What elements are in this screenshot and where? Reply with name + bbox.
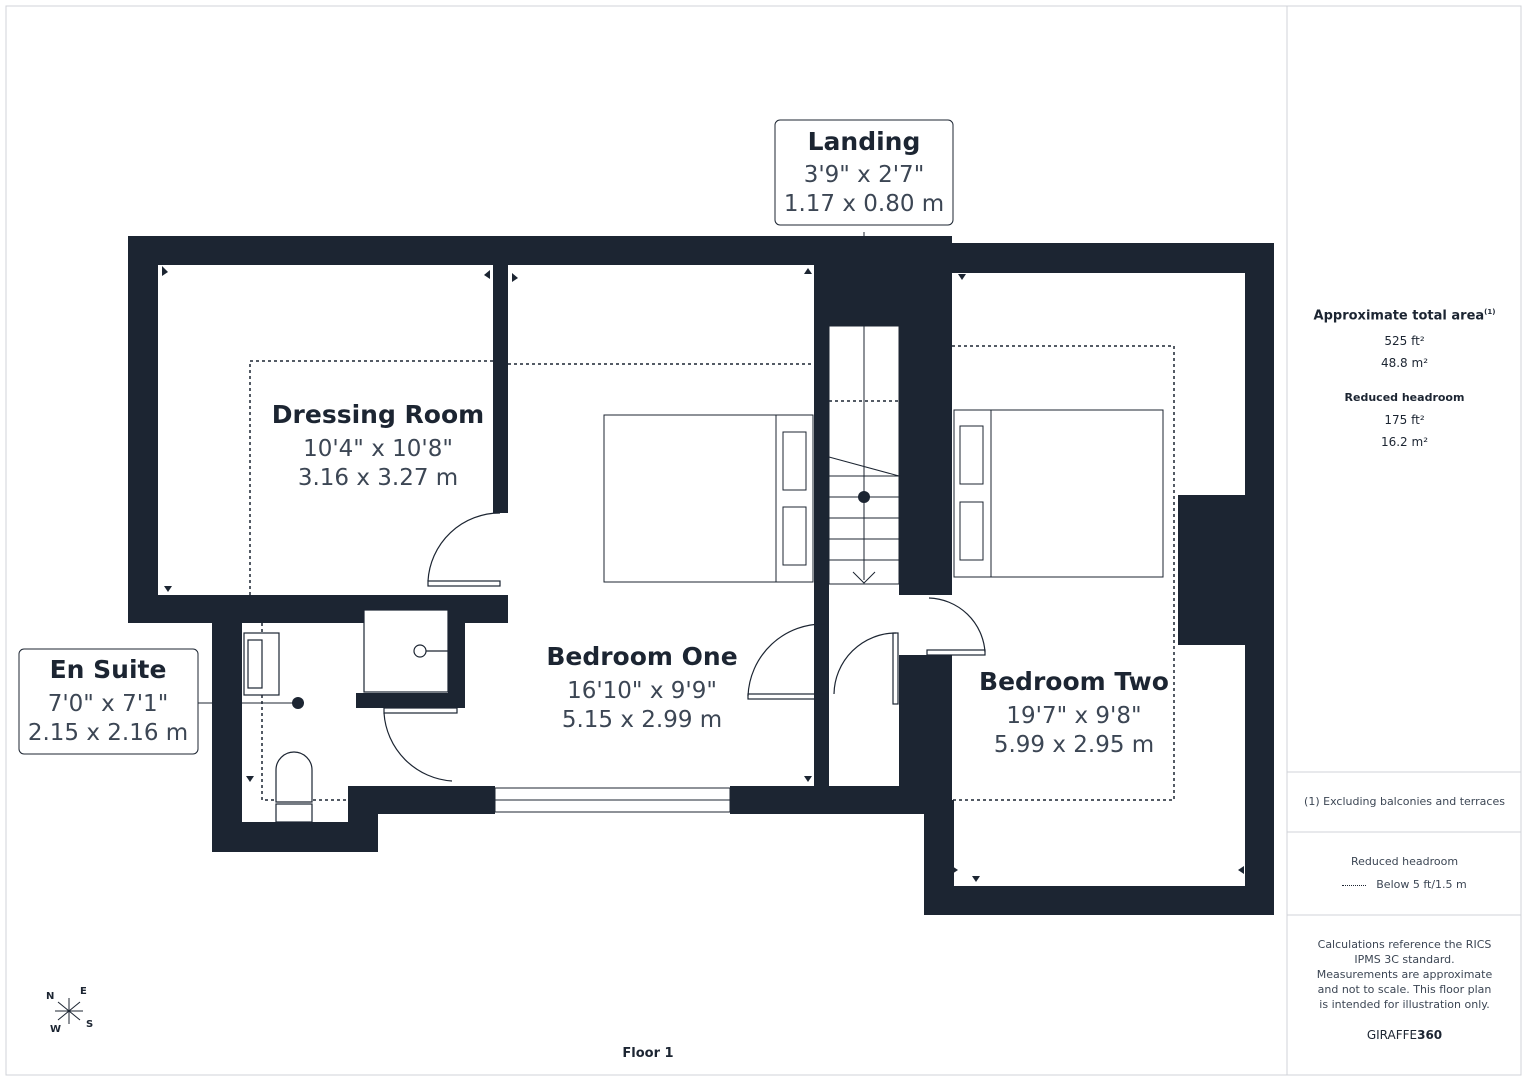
dotted-line-icon — [1342, 884, 1367, 886]
page-border — [5, 5, 1522, 1076]
bedroom-two-name: Bedroom Two — [979, 667, 1169, 696]
dressing-room-imperial: 10'4" x 10'8" — [303, 436, 453, 462]
staircase — [828, 232, 900, 585]
bedroom-two-imperial: 19'7" x 9'8" — [1006, 703, 1141, 729]
legend-item: Below 5 ft/1.5 m — [1288, 878, 1521, 891]
landing-imperial: 3'9" x 2'7" — [804, 162, 925, 188]
reduced-headroom-ft: 175 ft² — [1384, 413, 1425, 427]
floor-label: Floor 1 — [622, 1046, 674, 1061]
disclaimer: Calculations reference the RICS IPMS 3C … — [1316, 938, 1493, 1011]
bedroom-one-name: Bedroom One — [546, 642, 737, 671]
total-area-title: Approximate total area(1) — [1313, 308, 1496, 324]
en-suite-metric: 2.15 x 2.16 m — [28, 720, 188, 746]
landing-label-box — [774, 119, 954, 226]
doors — [383, 512, 986, 782]
bedroom-one-metric: 5.15 x 2.99 m — [562, 707, 722, 733]
compass-s: S — [86, 1019, 94, 1030]
en-suite-name: En Suite — [50, 655, 167, 684]
reduced-headroom-title: Reduced headroom — [1344, 391, 1465, 404]
bed-bedroom-two — [953, 409, 1164, 578]
en-suite-label-box — [18, 648, 199, 755]
brand-logo: GIRAFFE360 — [1366, 1028, 1443, 1042]
compass-n: N — [46, 991, 55, 1002]
dressing-room-metric: 3.16 x 3.27 m — [298, 465, 458, 491]
landing-metric: 1.17 x 0.80 m — [784, 191, 944, 217]
bed-bedroom-one — [603, 414, 814, 583]
landing-name: Landing — [808, 127, 921, 156]
footnote: (1) Excluding balconies and terraces — [1304, 795, 1505, 808]
en-suite-fixtures — [243, 609, 449, 823]
wall-top-left — [128, 236, 843, 265]
info-panel: Approximate total area(1) 525 ft² 48.8 m… — [1288, 6, 1521, 1075]
legend-title: Reduced headroom — [1350, 855, 1459, 868]
reduced-headroom-m: 16.2 m² — [1380, 435, 1429, 449]
dimension-markers — [162, 266, 1244, 882]
compass-w: W — [50, 1024, 62, 1035]
reduced-headroom-lines — [249, 345, 1175, 801]
total-area-ft: 525 ft² — [1384, 334, 1425, 348]
walls — [128, 236, 1274, 915]
bedroom-one-imperial: 16'10" x 9'9" — [567, 678, 717, 704]
total-area-m: 48.8 m² — [1380, 356, 1429, 370]
compass-icon — [55, 998, 83, 1024]
dressing-room-name: Dressing Room — [272, 400, 484, 429]
bedroom-two-metric: 5.99 x 2.95 m — [994, 732, 1154, 758]
en-suite-imperial: 7'0" x 7'1" — [48, 691, 169, 717]
compass-e: E — [80, 986, 87, 997]
